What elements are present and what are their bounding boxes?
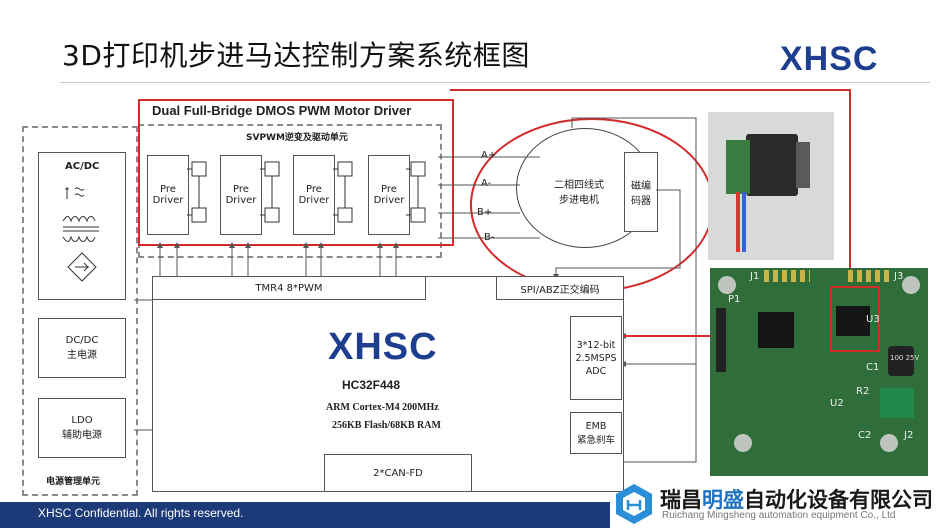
mcu-memory: 256KB Flash/68KB RAM xyxy=(332,420,441,431)
encoder-label: 码器 xyxy=(631,196,651,207)
ldo-label: LDO xyxy=(71,415,93,426)
motor-photo xyxy=(708,112,834,260)
board-hole xyxy=(902,276,920,294)
ldo-sublabel: 辅助电源 xyxy=(62,430,102,441)
pre-driver-label: Pre xyxy=(306,184,322,195)
acdc-label: AC/DC xyxy=(65,161,100,172)
confidential-notice: XHSC Confidential. All rights reserved. xyxy=(38,506,244,520)
pcb-label-p1: P1 xyxy=(728,294,741,305)
power-management-unit xyxy=(22,126,138,496)
can-fd-block: 2*CAN-FD xyxy=(324,454,472,492)
emb-sublabel: 紧急刹车 xyxy=(576,434,615,446)
side-connector xyxy=(716,308,726,372)
company-name-part: 自动化设备有限公司 xyxy=(744,488,933,512)
pcb-label-r2: R2 xyxy=(856,386,870,397)
pre-driver-label: Driver xyxy=(225,195,257,206)
power-unit-label: 电源管理单元 xyxy=(46,477,101,487)
mcu-chip xyxy=(758,312,794,348)
footer-bar xyxy=(0,502,610,528)
dcdc-sublabel: 主电源 xyxy=(67,350,97,361)
xhsc-logo: XHSC xyxy=(780,40,879,78)
board-hole xyxy=(880,434,898,452)
driver-highlight-frame xyxy=(138,99,454,246)
electrolytic-capacitor xyxy=(888,346,914,376)
pcb-label-j1: J1 xyxy=(750,271,760,282)
ldo-block: LDO 辅助电源 xyxy=(38,398,126,458)
company-name-highlight: 明盛 xyxy=(702,488,744,512)
dcdc-block: DC/DC 主电源 xyxy=(38,318,126,378)
emb-label: EMB xyxy=(585,420,607,432)
company-name: 瑞昌明盛自动化设备有限公司 xyxy=(660,484,933,514)
mosfet-array-icon xyxy=(187,161,426,223)
motor-pcb xyxy=(726,140,750,194)
acdc-block: AC/DC xyxy=(38,152,126,300)
motor-body xyxy=(746,134,798,196)
company-name-english: Ruichang Mingsheng automation equipment … xyxy=(662,510,896,521)
title-underline xyxy=(60,82,930,83)
driver-subtitle: SVPWM逆变及驱动单元 xyxy=(246,133,348,143)
pcb-label-j2: J2 xyxy=(904,430,914,441)
driver-title: Dual Full-Bridge DMOS PWM Motor Driver xyxy=(152,103,412,118)
dcdc-label: DC/DC xyxy=(65,335,99,346)
mcu-xhsc-logo: XHSC xyxy=(328,326,438,368)
motor-label: 二相四线式 xyxy=(554,180,604,191)
tmr4-pwm-block: TMR4 8*PWM xyxy=(152,276,426,300)
pcb-label-c1: C1 xyxy=(866,362,880,373)
pcb-label-j3: J3 xyxy=(894,271,904,282)
pcb-label-c2: C2 xyxy=(858,430,872,441)
driver-board-photo: 100 25V J1 J3 P1 U3 C1 R2 U2 C2 J2 xyxy=(710,268,928,476)
mcu-core: ARM Cortex-M4 200MHz xyxy=(326,402,439,413)
rectifier-transformer-icon xyxy=(62,187,99,282)
adc-label: 2.5MSPS xyxy=(575,352,617,364)
company-name-part: 瑞昌 xyxy=(660,488,702,512)
phase-a-plus-label: A+ xyxy=(481,150,497,161)
emb-block: EMB 紧急刹车 xyxy=(570,412,622,454)
spi-abz-block: SPI/ABZ正交编码 xyxy=(496,276,624,300)
header-pins xyxy=(764,270,810,282)
motor-cable xyxy=(736,192,740,252)
motor-cable xyxy=(742,192,746,252)
pre-driver-label: Pre xyxy=(160,184,176,195)
board-hole xyxy=(734,434,752,452)
stepper-motor-label: 二相四线式步进电机 xyxy=(532,176,626,206)
pre-driver-label: Pre xyxy=(233,184,249,195)
header-pins xyxy=(848,270,892,282)
adc-label: ADC xyxy=(585,365,607,377)
phase-a-minus-label: A- xyxy=(481,178,492,189)
encoder-label: 磁编 xyxy=(631,181,651,192)
adc-label: 3*12-bit xyxy=(576,339,616,351)
pre-driver-label: Driver xyxy=(152,195,184,206)
terminal-block xyxy=(880,388,914,418)
magnetic-encoder-block: 磁编码器 xyxy=(624,152,658,232)
capacitor-text: 100 25V xyxy=(890,354,920,362)
board-hole xyxy=(718,276,736,294)
driver-chip xyxy=(836,306,870,336)
pre-driver-label: Driver xyxy=(373,195,405,206)
pcb-label-u2: U2 xyxy=(830,398,844,409)
spi-label: SPI/ABZ正交编码 xyxy=(520,284,600,296)
chip-highlight-box xyxy=(830,286,880,352)
pre-driver-label: Driver xyxy=(298,195,330,206)
pcb-label-u3: U3 xyxy=(866,314,880,325)
motor-sublabel: 步进电机 xyxy=(559,195,599,206)
pre-driver-label: Pre xyxy=(381,184,397,195)
page-title: 3D打印机步进马达控制方案系统框图 xyxy=(62,39,530,72)
company-logo-icon xyxy=(616,484,652,524)
mcu-model: HC32F448 xyxy=(342,378,401,392)
adc-block: 3*12-bit 2.5MSPS ADC xyxy=(570,316,622,400)
can-label: 2*CAN-FD xyxy=(373,467,423,479)
motor-cap xyxy=(796,142,810,188)
tmr4-label: TMR4 8*PWM xyxy=(255,282,323,294)
